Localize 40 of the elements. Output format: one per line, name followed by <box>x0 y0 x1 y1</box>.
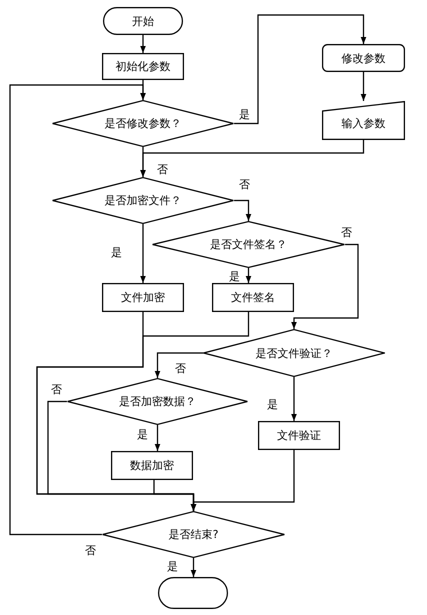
arrow <box>190 450 295 511</box>
edge-label: 否 <box>156 163 169 176</box>
edge-label: 是 <box>266 398 279 411</box>
edge-label: 否 <box>50 383 63 396</box>
arrow <box>360 72 366 101</box>
arrow <box>291 244 359 329</box>
input-box: 输入参数 <box>322 101 405 140</box>
arrow <box>291 377 297 421</box>
arrow <box>190 558 196 577</box>
edge-label: 否 <box>84 544 97 557</box>
decision-diamond: 是否结束? <box>102 511 285 558</box>
process-box: 数据加密 <box>111 451 193 480</box>
edge-label: 是 <box>136 428 149 441</box>
arrow <box>140 35 146 53</box>
arrow <box>154 352 203 378</box>
terminal-box: 开始 <box>103 7 183 35</box>
decision-diamond: 是否加密文件？ <box>52 177 234 224</box>
decision-diamond: 是否文件验证？ <box>203 329 385 377</box>
edge-label: 是 <box>228 270 241 283</box>
process-box: 文件签名 <box>212 283 294 312</box>
arrow <box>234 14 366 124</box>
arrow <box>140 147 146 177</box>
arrow <box>234 200 252 221</box>
arrow <box>154 425 160 451</box>
process-box: 文件验证 <box>258 421 340 450</box>
process-box: 初始化参数 <box>102 53 184 80</box>
arrow <box>9 84 146 536</box>
terminal-box <box>158 577 228 609</box>
edge-label: 否 <box>174 362 187 375</box>
decision-diamond: 是否加密数据？ <box>67 378 248 425</box>
edge-label: 是 <box>110 246 123 259</box>
edge-label: 是 <box>166 560 179 573</box>
edge-label: 是 <box>238 108 251 121</box>
arrow <box>140 224 146 283</box>
process-box: 文件加密 <box>102 283 184 312</box>
process-box: 修改参数 <box>322 44 405 72</box>
arrow <box>246 268 252 283</box>
edge-label: 否 <box>238 178 251 191</box>
decision-diamond: 是否修改参数？ <box>52 100 234 147</box>
edge-label: 否 <box>340 226 353 239</box>
